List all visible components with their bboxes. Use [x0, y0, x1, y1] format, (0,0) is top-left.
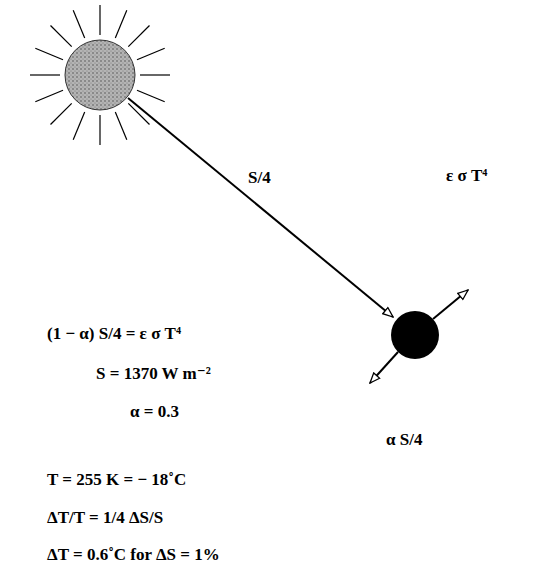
- reflection-label: α S/4: [384, 430, 424, 450]
- flux-label: S/4: [246, 168, 273, 188]
- sun-disc: [65, 40, 135, 110]
- sun-rays: [30, 5, 170, 145]
- emission-label: ε σ T⁴: [444, 166, 489, 186]
- emitted-arrow: [433, 290, 468, 319]
- reflected-arrow: [370, 352, 398, 383]
- sensitivity-result: ΔT = 0.6˚C for ΔS = 1%: [45, 545, 222, 565]
- albedo-value: α = 0.3: [128, 402, 181, 422]
- sensitivity-equation: ΔT/T = 1/4 ΔS/S: [45, 508, 165, 528]
- earth-disc: [391, 311, 439, 359]
- balance-equation: (1 − α) S/4 = ε σ T⁴: [45, 324, 183, 344]
- temperature-result: T = 255 K = − 18˚C: [45, 470, 188, 490]
- constant-value: S = 1370 W m⁻²: [94, 364, 213, 384]
- incoming-arrow: [128, 98, 393, 317]
